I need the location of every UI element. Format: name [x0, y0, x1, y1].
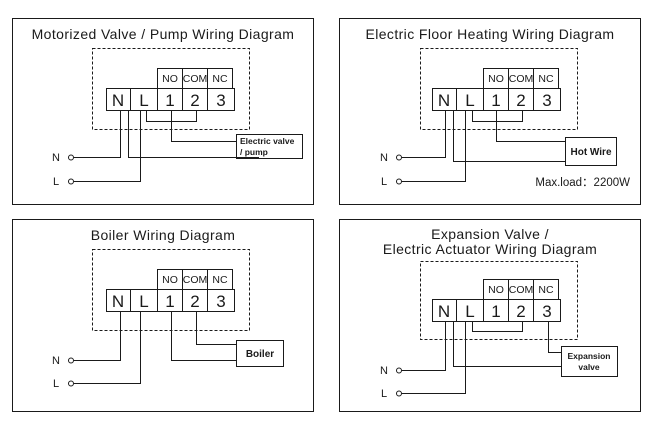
device-wire-no [196, 311, 237, 345]
live-terminal [68, 178, 74, 185]
header-no: NO [162, 73, 178, 85]
neutral-terminal [68, 357, 74, 364]
jumper-wire [472, 321, 523, 332]
terminal-2: 2 [190, 292, 199, 311]
panel-frame [339, 219, 641, 412]
terminal-n: N [438, 91, 450, 110]
device-wire-no [496, 110, 566, 142]
live-terminal [396, 178, 402, 185]
terminal-3: 3 [216, 91, 225, 110]
header-com: COM [509, 73, 534, 85]
supply-n-label: N [380, 365, 388, 377]
device-label-line-1: Expansion [568, 351, 611, 361]
terminal-n: N [112, 292, 124, 311]
device-box [236, 134, 303, 159]
terminal-l: L [139, 292, 148, 311]
header-nc: NC [538, 73, 554, 85]
header-com: COM [183, 274, 208, 286]
terminal-n: N [112, 91, 124, 110]
device-box [561, 346, 618, 377]
neutral-wire [402, 110, 446, 158]
terminal-block [432, 299, 561, 322]
terminal-block [106, 88, 235, 111]
header-com: COM [509, 284, 534, 296]
terminal-1: 1 [491, 91, 500, 110]
device-label: Boiler [246, 349, 274, 360]
terminal-1: 1 [165, 91, 174, 110]
neutral-wire [74, 110, 121, 158]
neutral-wire [74, 311, 121, 361]
device-label-line-2: valve [578, 362, 600, 372]
header-nc: NC [212, 73, 228, 85]
device-wire-nc [548, 321, 562, 353]
panel-boiler [12, 219, 314, 412]
header-no: NO [488, 73, 504, 85]
controller-outline [420, 261, 578, 340]
neutral-terminal [68, 154, 74, 161]
terminal-l: L [465, 302, 474, 321]
terminal-2: 2 [190, 91, 199, 110]
terminal-l: L [465, 91, 474, 110]
supply-l-label: L [381, 176, 387, 188]
device-wire-com [171, 311, 237, 361]
terminal-3: 3 [542, 302, 551, 321]
panel-frame [12, 18, 314, 205]
terminal-block [106, 289, 235, 312]
header-nc: NC [212, 274, 228, 286]
terminal-3: 3 [216, 292, 225, 311]
panel-title: Motorized Valve / Pump Wiring Diagram [32, 26, 295, 42]
supply-l-label: L [53, 378, 59, 390]
panel-title-line-1: Expansion Valve / [431, 226, 549, 242]
header-nc: NC [538, 284, 554, 296]
panel-title: Electric Floor Heating Wiring Diagram [366, 26, 615, 42]
panel-motorized-valve-pump [12, 18, 314, 205]
terminal-2: 2 [516, 91, 525, 110]
neutral-wire [402, 321, 446, 371]
neutral-terminal [396, 154, 402, 161]
neutral-terminal [396, 367, 402, 374]
panel-expansion-valve [339, 219, 641, 412]
device-wire-neutral [453, 110, 566, 162]
device-label: Hot Wire [570, 147, 611, 158]
device-box [236, 340, 284, 367]
supply-l-label: L [381, 388, 387, 400]
panel-title-line-2: Electric Actuator Wiring Diagram [383, 241, 597, 257]
supply-n-label: N [380, 152, 388, 164]
controller-outline [420, 48, 578, 130]
live-terminal [396, 390, 402, 397]
header-no: NO [162, 274, 178, 286]
terminal-2: 2 [516, 302, 525, 321]
live-wire [74, 311, 141, 384]
panel-frame [339, 18, 641, 205]
header-com: COM [183, 73, 208, 85]
supply-n-label: N [52, 355, 60, 367]
device-wire-neutral [453, 321, 562, 367]
live-wire [402, 321, 466, 394]
supply-l-label: L [53, 176, 59, 188]
header-no: NO [488, 284, 504, 296]
panel-frame [12, 219, 314, 412]
terminal-1: 1 [165, 292, 174, 311]
jumper-wire [472, 110, 523, 122]
terminal-1: 1 [491, 302, 500, 321]
terminal-n: N [438, 302, 450, 321]
live-wire [402, 110, 466, 182]
supply-n-label: N [52, 152, 60, 164]
live-wire [74, 110, 141, 182]
device-label-line-2: / pump [240, 147, 268, 157]
panel-title: Boiler Wiring Diagram [91, 227, 236, 243]
device-wire-no [171, 110, 237, 142]
max-load-note: Max.load：2200W [535, 177, 630, 189]
device-label-line-1: Electric valve [240, 136, 295, 146]
terminal-3: 3 [542, 91, 551, 110]
terminal-l: L [139, 91, 148, 110]
live-terminal [68, 380, 74, 387]
device-box [565, 137, 617, 166]
panel-floor-heating [339, 18, 641, 205]
